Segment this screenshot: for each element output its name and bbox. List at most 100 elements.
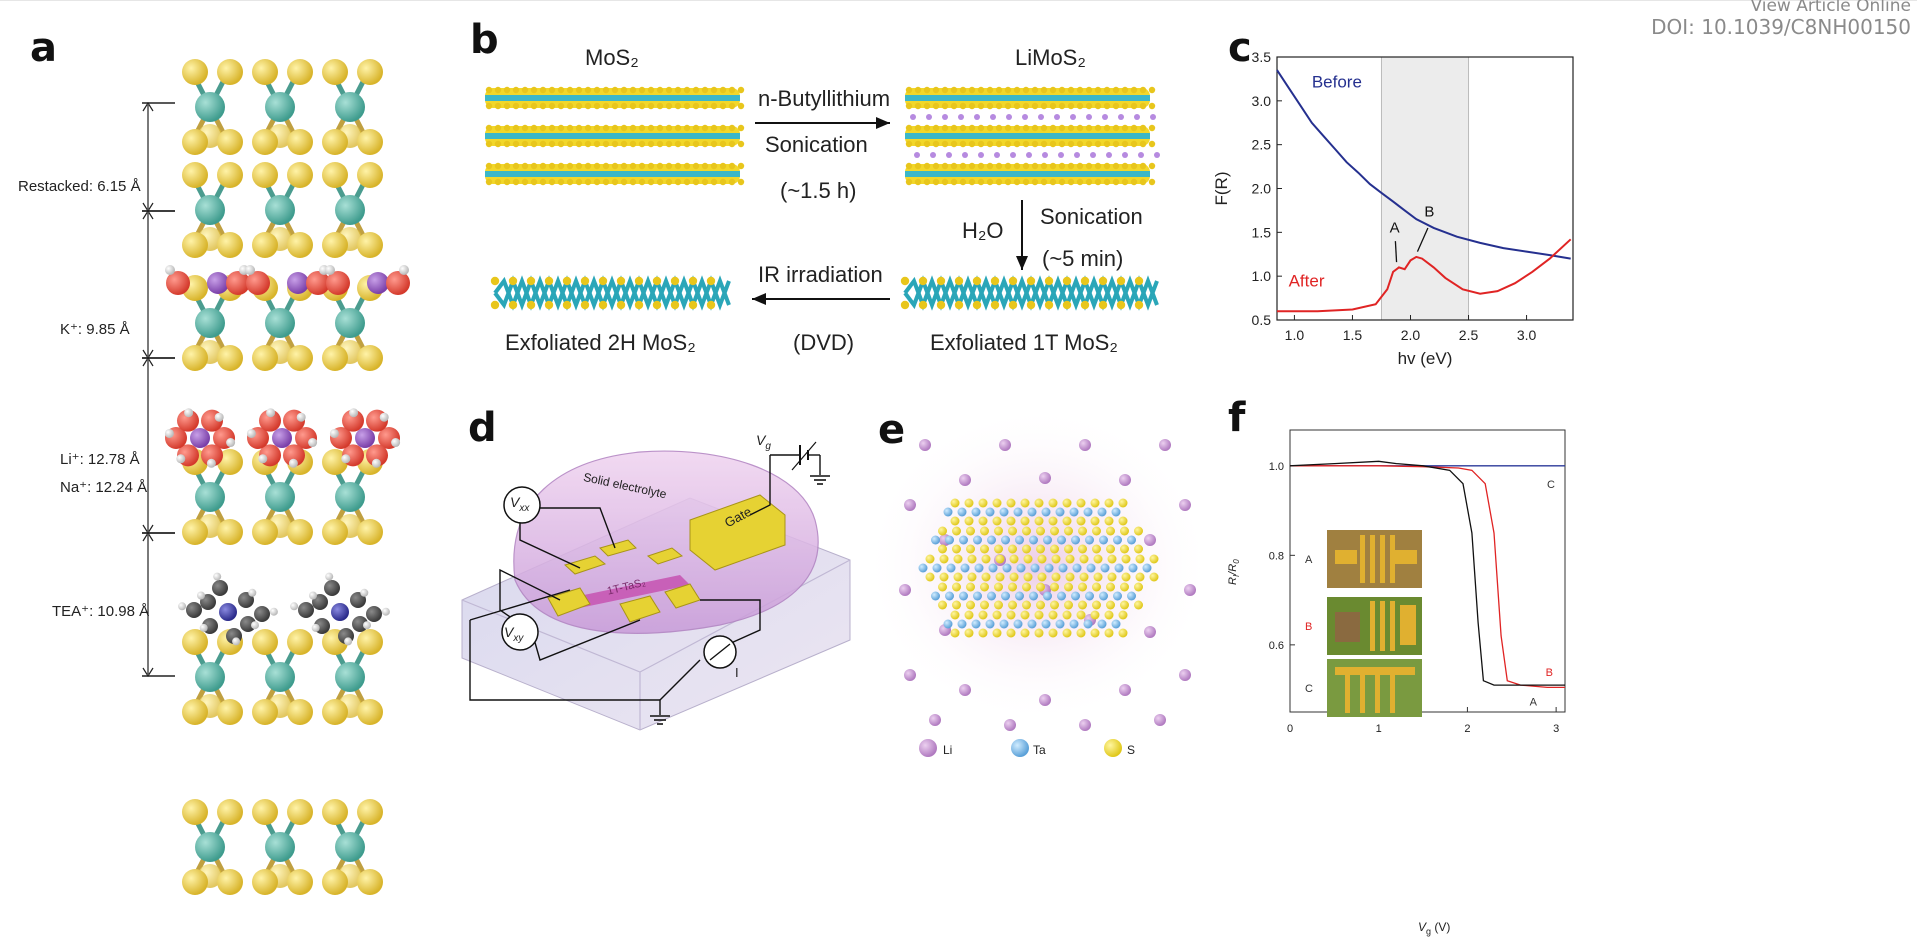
li-atom (1154, 714, 1166, 726)
s-atom (966, 526, 975, 536)
s-atom (706, 300, 716, 310)
sulfur-atom (357, 232, 383, 258)
vxy-label: Vxy (504, 624, 524, 644)
s-atom (968, 102, 976, 110)
sulfur-atom (322, 869, 348, 895)
ta-atom (1113, 591, 1122, 601)
s-atom (494, 86, 502, 94)
sulfur-atom (287, 869, 313, 895)
legend-s-swatch (1104, 739, 1122, 757)
s-atom (1076, 498, 1086, 508)
s-atom (598, 276, 608, 286)
li-ion (974, 114, 980, 120)
ta-atom (1043, 591, 1052, 601)
li-ion (1138, 152, 1144, 158)
s-atom (905, 162, 913, 170)
ta-atom (1069, 619, 1079, 629)
inset-electrodes-b (1335, 601, 1416, 651)
s-atom (1009, 554, 1019, 564)
s-atom (1049, 162, 1057, 170)
s-atom (1049, 86, 1057, 94)
ta-atom (1069, 507, 1079, 517)
ta-atom (1001, 535, 1010, 545)
s-atom (1078, 526, 1087, 536)
s-atom (1134, 276, 1144, 286)
s-atom (526, 276, 536, 286)
s-atom (1049, 102, 1057, 110)
s-atom (665, 102, 673, 110)
s-atom (485, 178, 493, 186)
s-atom (656, 124, 664, 132)
ta-atom (959, 591, 968, 601)
ta-atom (1113, 535, 1122, 545)
s-atom (1130, 124, 1138, 132)
molybdenum-atom (335, 308, 365, 338)
s-atom (1064, 526, 1073, 536)
ta-atom (931, 535, 940, 545)
s-atom (1093, 554, 1103, 564)
s-atom (1023, 572, 1033, 582)
s-atom (512, 140, 520, 148)
s-atom (1104, 516, 1114, 526)
s-atom (566, 102, 574, 110)
y-tick-label: 0.5 (1252, 312, 1272, 328)
limos2-stack (905, 86, 1160, 186)
s-atom (1149, 554, 1159, 564)
ta-atom (1099, 591, 1108, 601)
hydrogen-atom (290, 602, 299, 611)
s-atom (952, 600, 961, 610)
s-atom (995, 572, 1005, 582)
s-atom (728, 140, 736, 148)
s-atom (584, 124, 592, 132)
ta-atom (1111, 619, 1121, 629)
ta-atom (1086, 563, 1096, 573)
s-atom (539, 124, 547, 132)
s-atom (1022, 162, 1030, 170)
view-article-link[interactable]: View Article Online (1750, 0, 1911, 16)
s-atom (1130, 102, 1138, 110)
s-atom (670, 276, 680, 286)
ta-atom (1013, 619, 1023, 629)
sulfur-atom (322, 799, 348, 825)
f-xlabel: Vg (V) (1418, 920, 1451, 937)
s-atom (964, 628, 974, 638)
s-atom (656, 86, 664, 94)
circuit-wire (469, 620, 661, 715)
s-atom (1134, 600, 1143, 610)
li-ion (958, 114, 964, 120)
nitrogen-atom (331, 603, 349, 621)
y-tick-label: 2.0 (1252, 181, 1272, 197)
li-ion (994, 152, 1000, 158)
molybdenum-atom (195, 195, 225, 225)
tas2-flake (560, 575, 690, 610)
s-atom (737, 162, 745, 170)
hydrogen-atom (226, 438, 236, 448)
s-atom (616, 300, 626, 310)
hydrogen-atom (371, 458, 381, 468)
s-atom (611, 140, 619, 148)
spacing-na: Na⁺: 12.24 Å (60, 479, 148, 496)
s-atom (647, 102, 655, 110)
hydrogen-atom (178, 602, 187, 611)
s-atom (503, 140, 511, 148)
hydrogen-atom (199, 623, 208, 632)
s-atom (629, 162, 637, 170)
s-atom (1076, 102, 1084, 110)
series-before-line (1276, 69, 1571, 260)
s-atom (728, 124, 736, 132)
s-atom (1008, 276, 1018, 286)
s-atom (665, 178, 673, 186)
li-ion (1134, 114, 1140, 120)
ta-atom (1071, 591, 1080, 601)
s-atom (1031, 140, 1039, 148)
s-atom (1094, 86, 1102, 94)
s-atom (1058, 140, 1066, 148)
s-atom (932, 178, 940, 186)
s-atom (938, 544, 947, 554)
legend-ta-swatch (1011, 739, 1029, 757)
s-atom (494, 102, 502, 110)
s-atom (977, 86, 985, 94)
s-atom (1104, 610, 1114, 620)
s-atom (986, 178, 994, 186)
